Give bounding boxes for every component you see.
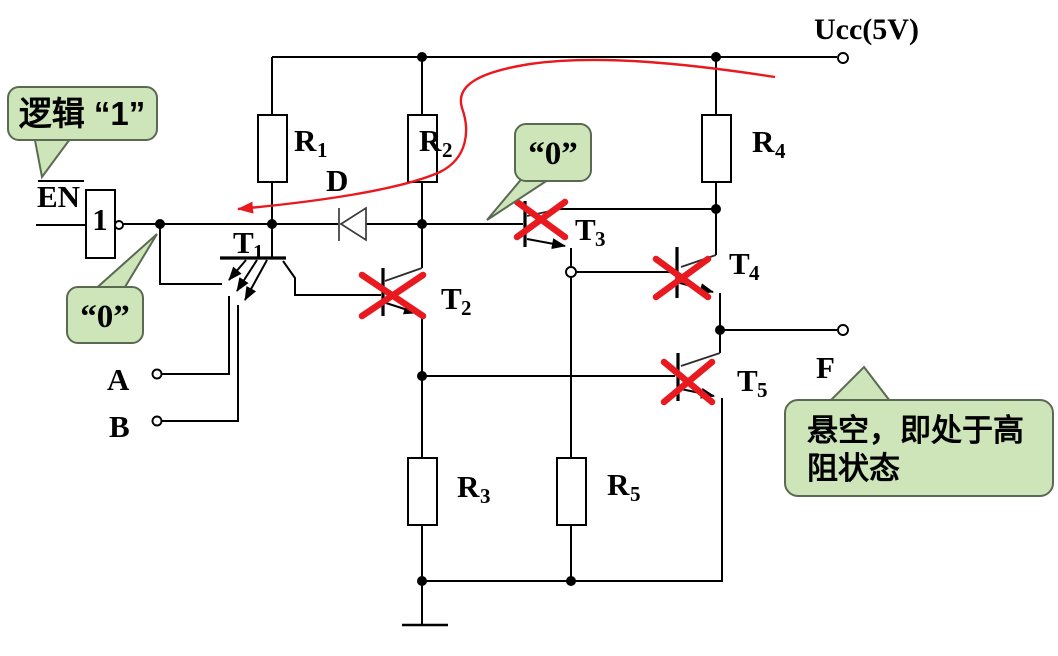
t2-label: T [441, 281, 462, 316]
resistor-r3: R 3 [407, 376, 491, 581]
r2-label-sub: 2 [442, 138, 453, 162]
ground-symbol [402, 581, 448, 627]
callout-logic-one-text: 逻辑 “1” [19, 95, 146, 132]
resistor-r1: R 1 [257, 57, 328, 224]
t4-label-sub: 4 [749, 261, 760, 285]
t1-label: T [233, 225, 254, 260]
input-b: B [109, 305, 239, 444]
main-node-line [123, 219, 523, 229]
red-swoosh-arrow [237, 58, 776, 214]
en-branch-wire [159, 224, 222, 285]
resistor-r2: R 2 [407, 57, 453, 224]
red-cross-t3 [513, 198, 569, 241]
r4-body [701, 114, 732, 183]
callout-logic-one: 逻辑 “1” [7, 86, 158, 180]
output-f: F [715, 324, 849, 385]
t5-emitter-to-ground-wire [422, 398, 723, 582]
callout-zero-en: “0” [66, 233, 158, 344]
t1-collector-wire [282, 260, 381, 296]
callout-float-note-line1: 悬空，即处于高 [807, 413, 1024, 448]
en-label: EN [37, 179, 80, 214]
callout-zero-t3: “0” [486, 123, 592, 221]
t3-label-sub: 3 [595, 227, 606, 251]
junction-dot [417, 371, 427, 381]
red-cross-t2 [358, 271, 427, 320]
t3-emitter-arrow [526, 238, 566, 250]
input-b-label: B [109, 409, 130, 444]
red-cross-t4 [652, 255, 712, 301]
transistor-t5: T 5 [422, 330, 768, 582]
t5-collector-slant [680, 352, 721, 367]
t1-emitter1-arrow [228, 259, 247, 281]
callout-zero-en-text: “0” [80, 299, 130, 335]
input-a-label: A [107, 362, 130, 397]
resistor-r4: R 4 [701, 57, 786, 209]
transistor-t2: T 2 [381, 224, 472, 376]
junction-dot [566, 576, 576, 586]
r4-label-sub: 4 [775, 139, 786, 163]
r5-body [556, 457, 587, 526]
output-label: F [816, 350, 835, 385]
t2-collector-slant [384, 267, 423, 282]
t1-emitter2-arrow [236, 259, 258, 292]
vcc-terminal [837, 52, 849, 64]
t5-label: T [737, 363, 758, 398]
r5-label-sub: 5 [630, 482, 641, 506]
diode-d: D [326, 163, 367, 242]
r2-body [407, 114, 438, 183]
t2-label-sub: 2 [461, 296, 472, 320]
vcc-label: Ucc(5V) [814, 13, 919, 46]
callout-float-note-line2: 阻状态 [807, 451, 900, 486]
red-cross-t5 [660, 358, 716, 406]
junction-dot [711, 204, 721, 214]
power-rail: Ucc(5V) [272, 13, 919, 64]
t1-emitter3-arrow [244, 259, 268, 301]
input-b-terminal [151, 415, 163, 427]
callout-box [66, 286, 144, 344]
r1-label-sub: 1 [317, 138, 328, 162]
t3-emitter-node-circle [565, 266, 577, 278]
input-a: A [107, 296, 230, 397]
resistor-r5: R 5 [556, 277, 641, 581]
callout-box [7, 86, 158, 141]
t3-label: T [575, 212, 596, 247]
input-a-terminal [151, 368, 163, 380]
diode-triangle [339, 206, 367, 242]
t1-label-sub: 1 [253, 240, 264, 264]
r3-body [407, 457, 438, 526]
t5-label-sub: 5 [757, 378, 768, 402]
callout-zero-t3-text: “0” [528, 136, 578, 172]
input-b-wire [162, 305, 239, 422]
inverter-symbol: 1 [92, 202, 108, 237]
callout-tail [32, 134, 75, 180]
t4-label: T [729, 246, 750, 281]
callout-box [784, 399, 1054, 497]
r2-label: R [419, 123, 442, 158]
callout-float-note: 悬空，即处于高 阻状态 [784, 365, 1054, 497]
transistor-t4: T 4 [675, 209, 760, 330]
callout-box [514, 123, 592, 182]
r4-label: R [752, 124, 775, 159]
r3-label-sub: 3 [480, 484, 491, 508]
r1-label: R [294, 123, 317, 158]
inverter-bubble [114, 220, 124, 230]
r3-label: R [457, 469, 480, 504]
input-a-wire [162, 296, 230, 375]
transistor-t1: T 1 [220, 224, 381, 301]
r5-label: R [607, 467, 630, 502]
diode-label: D [326, 163, 348, 198]
r1-body [257, 114, 288, 183]
output-terminal [837, 324, 849, 336]
enable-wire [159, 224, 222, 285]
inverter-gate: EN 1 [36, 179, 124, 259]
